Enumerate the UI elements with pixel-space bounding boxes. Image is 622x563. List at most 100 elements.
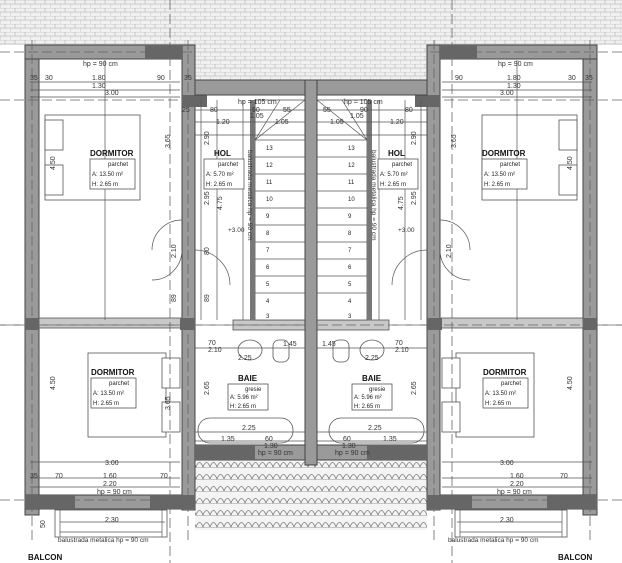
balcony-railing-note-left: balustrada metalica hp = 90 cm — [58, 537, 149, 544]
svg-text:9: 9 — [348, 214, 352, 220]
svg-text:90: 90 — [252, 107, 260, 114]
svg-text:2.20: 2.20 — [103, 481, 117, 488]
svg-text:1.45: 1.45 — [322, 341, 336, 348]
svg-text:70: 70 — [160, 473, 168, 480]
room-name: DORMITOR — [482, 149, 526, 158]
room-finish: gresie — [245, 387, 262, 393]
svg-text:3.00: 3.00 — [500, 90, 514, 97]
svg-text:1.20: 1.20 — [390, 119, 404, 126]
room-area: A: 5.70 m² — [206, 172, 234, 178]
svg-text:1.20: 1.20 — [216, 119, 230, 126]
svg-text:1.05: 1.05 — [350, 113, 364, 120]
roof-tiles-center — [195, 0, 427, 80]
center-party-wall — [304, 79, 318, 466]
room-dormitor-bottom-right: DORMITOR parchet A: 13.50 m² H: 2.65 m — [482, 368, 529, 409]
svg-text:5: 5 — [348, 282, 352, 288]
svg-text:13: 13 — [266, 146, 273, 152]
room-height: H: 2.65 m — [92, 182, 118, 188]
svg-text:35: 35 — [184, 75, 192, 82]
svg-text:1.05: 1.05 — [250, 113, 264, 120]
svg-text:80: 80 — [204, 247, 211, 255]
svg-text:10: 10 — [348, 197, 355, 203]
svg-text:1.05: 1.05 — [275, 119, 289, 126]
svg-text:1.30: 1.30 — [264, 443, 278, 450]
svg-text:2.95: 2.95 — [411, 191, 418, 205]
svg-text:hp = 90 cm: hp = 90 cm — [498, 61, 533, 68]
room-name: HOL — [388, 149, 405, 158]
svg-text:2.65: 2.65 — [204, 381, 211, 395]
svg-text:90: 90 — [360, 107, 368, 114]
room-finish: parchet — [218, 162, 238, 168]
room-finish: parchet — [501, 381, 521, 387]
svg-text:10: 10 — [266, 197, 273, 203]
svg-text:89: 89 — [171, 294, 178, 302]
svg-text:3.65: 3.65 — [165, 396, 172, 410]
room-name: DORMITOR — [483, 368, 527, 377]
svg-text:4: 4 — [348, 299, 352, 305]
svg-text:1.45: 1.45 — [283, 341, 297, 348]
svg-text:1.35: 1.35 — [221, 436, 235, 443]
svg-text:3: 3 — [266, 314, 270, 320]
room-dormitor-top-right: DORMITOR parchet A: 13.50 m² H: 2.65 m — [481, 149, 528, 190]
svg-text:50: 50 — [40, 520, 47, 528]
svg-text:hp = 90 cm: hp = 90 cm — [258, 450, 293, 457]
svg-text:3.65: 3.65 — [165, 134, 172, 148]
room-baie-right: BAIE gresie A: 5.96 m² H: 2.65 m — [351, 374, 393, 411]
svg-text:4.50: 4.50 — [50, 156, 57, 170]
room-name: BAIE — [362, 374, 382, 383]
room-dormitor-bottom-left: DORMITOR parchet A: 13.50 m² H: 2.65 m — [90, 368, 137, 409]
room-name: DORMITOR — [90, 149, 134, 158]
svg-text:hp = 105 cm: hp = 105 cm — [344, 99, 383, 106]
room-area: A: 13.50 m² — [93, 391, 124, 397]
svg-text:35: 35 — [585, 75, 593, 82]
room-hol-left: HOL parchet A: 5.70 m² H: 2.65 m — [203, 149, 245, 190]
svg-text:2.20: 2.20 — [510, 481, 524, 488]
room-name: BAIE — [238, 374, 258, 383]
room-dormitor-top-left: DORMITOR parchet A: 13.50 m² H: 2.65 m — [89, 149, 136, 190]
room-height: H: 2.65 m — [93, 401, 119, 407]
svg-text:hp = 90 cm: hp = 90 cm — [335, 450, 370, 457]
svg-text:1.35: 1.35 — [383, 436, 397, 443]
svg-text:70: 70 — [395, 340, 403, 347]
svg-text:2.30: 2.30 — [500, 517, 514, 524]
svg-text:2.10: 2.10 — [395, 347, 409, 354]
svg-text:70: 70 — [208, 340, 216, 347]
room-hol-right: HOL parchet A: 5.70 m² H: 2.65 m — [377, 149, 419, 190]
svg-text:4.50: 4.50 — [50, 376, 57, 390]
room-finish: parchet — [109, 381, 129, 387]
svg-text:4.50: 4.50 — [567, 156, 574, 170]
svg-text:80: 80 — [405, 107, 413, 114]
svg-text:1.30: 1.30 — [507, 83, 521, 90]
svg-text:7: 7 — [348, 248, 352, 254]
svg-text:35: 35 — [30, 75, 38, 82]
svg-text:8: 8 — [266, 231, 270, 237]
balcony-label-right: BALCON — [558, 553, 592, 562]
svg-text:90: 90 — [157, 75, 165, 82]
svg-text:3.65: 3.65 — [451, 134, 458, 148]
svg-text:35: 35 — [30, 473, 38, 480]
room-height: H: 2.65 m — [230, 404, 256, 410]
svg-text:90: 90 — [455, 75, 463, 82]
svg-text:30: 30 — [45, 75, 53, 82]
room-finish: parchet — [500, 162, 520, 168]
svg-text:60: 60 — [343, 436, 351, 443]
svg-text:6: 6 — [266, 265, 270, 271]
svg-text:12: 12 — [348, 163, 355, 169]
svg-text:80: 80 — [210, 107, 218, 114]
svg-text:2.25: 2.25 — [238, 355, 252, 362]
svg-text:60: 60 — [265, 436, 273, 443]
svg-text:13: 13 — [348, 146, 355, 152]
balcony-railing-note-right: balustrada metalica hp = 90 cm — [448, 537, 539, 544]
svg-text:7: 7 — [266, 248, 270, 254]
svg-text:1.80: 1.80 — [92, 75, 106, 82]
roof-tiles-bottom — [195, 460, 427, 530]
svg-text:5: 5 — [266, 282, 270, 288]
svg-text:1.80: 1.80 — [507, 75, 521, 82]
svg-text:2.10: 2.10 — [446, 244, 453, 258]
svg-text:2.25: 2.25 — [365, 355, 379, 362]
svg-text:hp = 105 cm: hp = 105 cm — [238, 99, 277, 106]
svg-text:2.10: 2.10 — [208, 347, 222, 354]
